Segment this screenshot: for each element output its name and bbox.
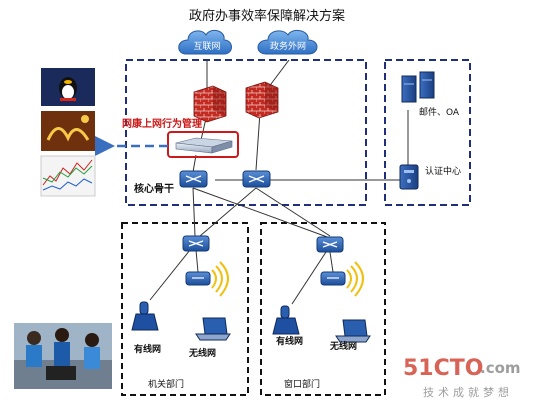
watermark-brand: 51CTO <box>403 356 483 381</box>
internet-label: 互联网 <box>193 41 220 52</box>
core-switch-icon <box>179 170 208 188</box>
firewall-icon <box>193 85 227 123</box>
mail-oa-label: 邮件、OA <box>419 106 460 118</box>
access-switch-icon <box>316 236 344 253</box>
window-dept-label: 窗口部门 <box>284 378 320 390</box>
firewall-icon <box>245 81 279 119</box>
server-zone-box <box>384 59 471 206</box>
core-zone-box <box>125 59 367 206</box>
ip-phone-icon <box>131 301 159 331</box>
online-game-thumbnail <box>41 111 95 151</box>
network-links <box>149 59 409 305</box>
ip-phone-icon <box>272 305 300 335</box>
laptop-icon <box>195 317 231 341</box>
organ-dept-box <box>121 222 249 396</box>
organ-dept-label: 机关部门 <box>148 378 184 390</box>
core-switch-icon <box>242 170 271 188</box>
access-switch-icon <box>182 235 210 252</box>
window-dept-box <box>260 222 386 396</box>
behavior-mgmt-appliance-icon <box>175 137 233 154</box>
watermark-domain: .com <box>480 359 521 377</box>
window-wireless-label: 无线网 <box>329 340 357 352</box>
behavior-mgmt-label: 网康上网行为管理 <box>122 117 202 130</box>
watermark-slogan: 技术成就梦想 <box>423 385 513 399</box>
server-icon <box>401 71 435 103</box>
gov-extranet-cloud-icon: 政务外网 <box>257 29 318 55</box>
gov-extranet-label: 政务外网 <box>270 40 306 52</box>
window-wired-label: 有线网 <box>276 335 303 347</box>
stock-chart-thumbnail <box>40 155 96 197</box>
core-backbone-label: 核心骨干 <box>134 182 174 195</box>
internet-cloud-icon: 互联网 <box>178 29 232 55</box>
wireless-ap-icon <box>320 261 364 297</box>
qq-app-thumbnail <box>41 68 95 106</box>
behavior-mgmt-highlight <box>167 131 239 158</box>
diagram-title: 政府办事效率保障解决方案 <box>189 8 345 24</box>
auth-server-icon <box>399 164 419 190</box>
laptop-icon <box>335 319 371 343</box>
organ-wireless-label: 无线网 <box>188 347 216 359</box>
office-photo <box>14 323 112 389</box>
organ-wired-label: 有线网 <box>134 343 161 355</box>
auth-center-label: 认证中心 <box>425 165 461 177</box>
wireless-ap-icon <box>185 261 229 297</box>
